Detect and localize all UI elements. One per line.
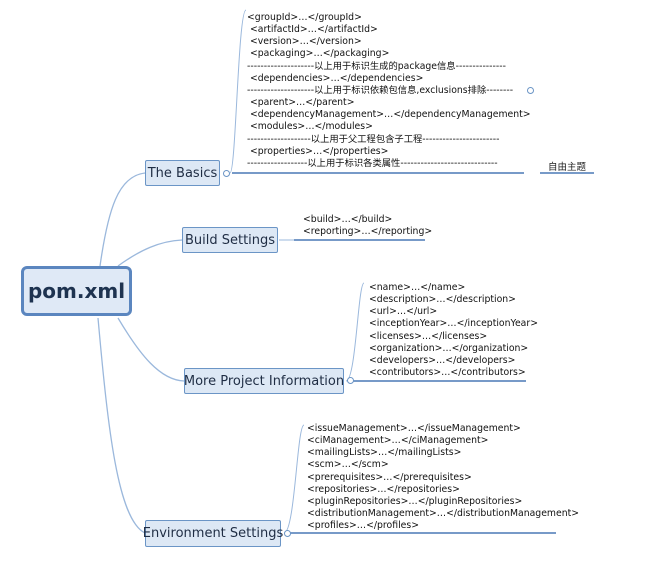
topic-text-line: ------------------以上用于标识各类属性------------… — [247, 157, 498, 169]
connector-environment-settings — [97, 317, 146, 534]
topic-text-line: --------------------以上用于标识生成的package信息--… — [247, 60, 506, 72]
topic-text-line: --------------------以上用于标识依赖包信息,exclusio… — [247, 84, 514, 96]
branch-the-basics[interactable]: The Basics — [145, 160, 220, 186]
topic-text-line: <licenses>…</licenses> — [369, 330, 488, 342]
collapse-toggle-icon[interactable] — [223, 170, 230, 177]
floating-topic-label: 自由主题 — [548, 162, 587, 173]
topic-text-line: <distributionManagement>…</distributionM… — [307, 508, 580, 520]
topic-text-line: <url>…</url> — [369, 306, 438, 318]
topic-text-line: <build>…</build> — [303, 214, 393, 225]
collapse-toggle-icon[interactable] — [347, 377, 354, 384]
topic-text-line: <packaging>…</packaging> — [247, 48, 390, 60]
topic-text-line: <modules>…</modules> — [247, 121, 373, 133]
topic-text-line: <description>…</description> — [369, 294, 516, 306]
branch-build-settings[interactable]: Build Settings — [182, 227, 278, 253]
topic-text-line: <inceptionYear>…</inceptionYear> — [369, 318, 538, 330]
branch-environment-settings-label: Environment Settings — [142, 526, 284, 541]
topic-text-line: <parent>…</parent> — [247, 97, 355, 109]
topic-text-line: <profiles>…</profiles> — [307, 520, 420, 532]
connector-build-settings — [117, 239, 183, 267]
topic-text-line: <repositories>…</repositories> — [307, 483, 460, 495]
topic-text-line: <reporting>…</reporting> — [303, 226, 433, 238]
branch-link-more-project-information — [345, 282, 365, 382]
topic-text-line: <pluginRepositories>…</pluginRepositorie… — [307, 495, 523, 507]
collapse-toggle-icon[interactable] — [284, 530, 291, 537]
topic-text-line: <name>…</name> — [369, 282, 466, 293]
topic-text-line: <contributors>…</contributors> — [369, 367, 526, 379]
topic-text-line: <scm>…</scm> — [307, 459, 389, 471]
root-node[interactable]: pom.xml — [21, 266, 132, 316]
topic-text-line: -------------------以上用于父工程包含子工程---------… — [247, 133, 500, 145]
topic-text-line: <issueManagement>…</issueManagement> — [307, 423, 521, 434]
root-node-label: pom.xml — [27, 279, 126, 303]
topic-text-line: <organization>…</organization> — [369, 342, 529, 354]
topic-text-more-project-information[interactable]: <name>…</name><description>…</descriptio… — [369, 282, 538, 379]
topic-text-the-basics[interactable]: <groupId>…</groupId> <artifactId>…</arti… — [247, 12, 531, 170]
topic-text-line: <ciManagement>…</ciManagement> — [307, 435, 489, 447]
topic-text-line: <groupId>…</groupId> — [247, 12, 362, 23]
floating-topic[interactable]: 自由主题 — [548, 159, 586, 173]
topic-text-environment-settings[interactable]: <issueManagement>…</issueManagement><ciM… — [307, 423, 579, 532]
topic-text-line: <artifactId>…</artifactId> — [247, 24, 378, 36]
topic-text-line: <properties>…</properties> — [247, 145, 389, 157]
branch-the-basics-label: The Basics — [147, 165, 218, 181]
branch-environment-settings[interactable]: Environment Settings — [142, 520, 284, 547]
branch-build-settings-label: Build Settings — [184, 232, 276, 248]
topic-text-line: <prerequisites>…</prerequisites> — [307, 471, 472, 483]
topic-text-line: <developers>…</developers> — [369, 354, 516, 366]
branch-link-the-basics — [229, 9, 247, 174]
topic-text-line: <mailingLists>…</mailingLists> — [307, 447, 462, 459]
topic-text-line: <version>…</version> — [247, 36, 362, 48]
branch-more-project-information[interactable]: More Project Information — [184, 368, 344, 394]
branch-link-environment-settings — [283, 424, 305, 534]
topic-text-line: <dependencies>…</dependencies> — [247, 72, 424, 84]
topic-text-build-settings[interactable]: <build>…</build><reporting>…</reporting> — [303, 214, 432, 238]
topic-text-line: <dependencyManagement>…</dependencyManag… — [247, 109, 531, 121]
connector-the-basics — [99, 172, 146, 267]
connector-more-project-information — [117, 317, 185, 382]
collapse-toggle-icon[interactable] — [527, 87, 534, 94]
branch-more-project-information-label: More Project Information — [183, 373, 345, 389]
